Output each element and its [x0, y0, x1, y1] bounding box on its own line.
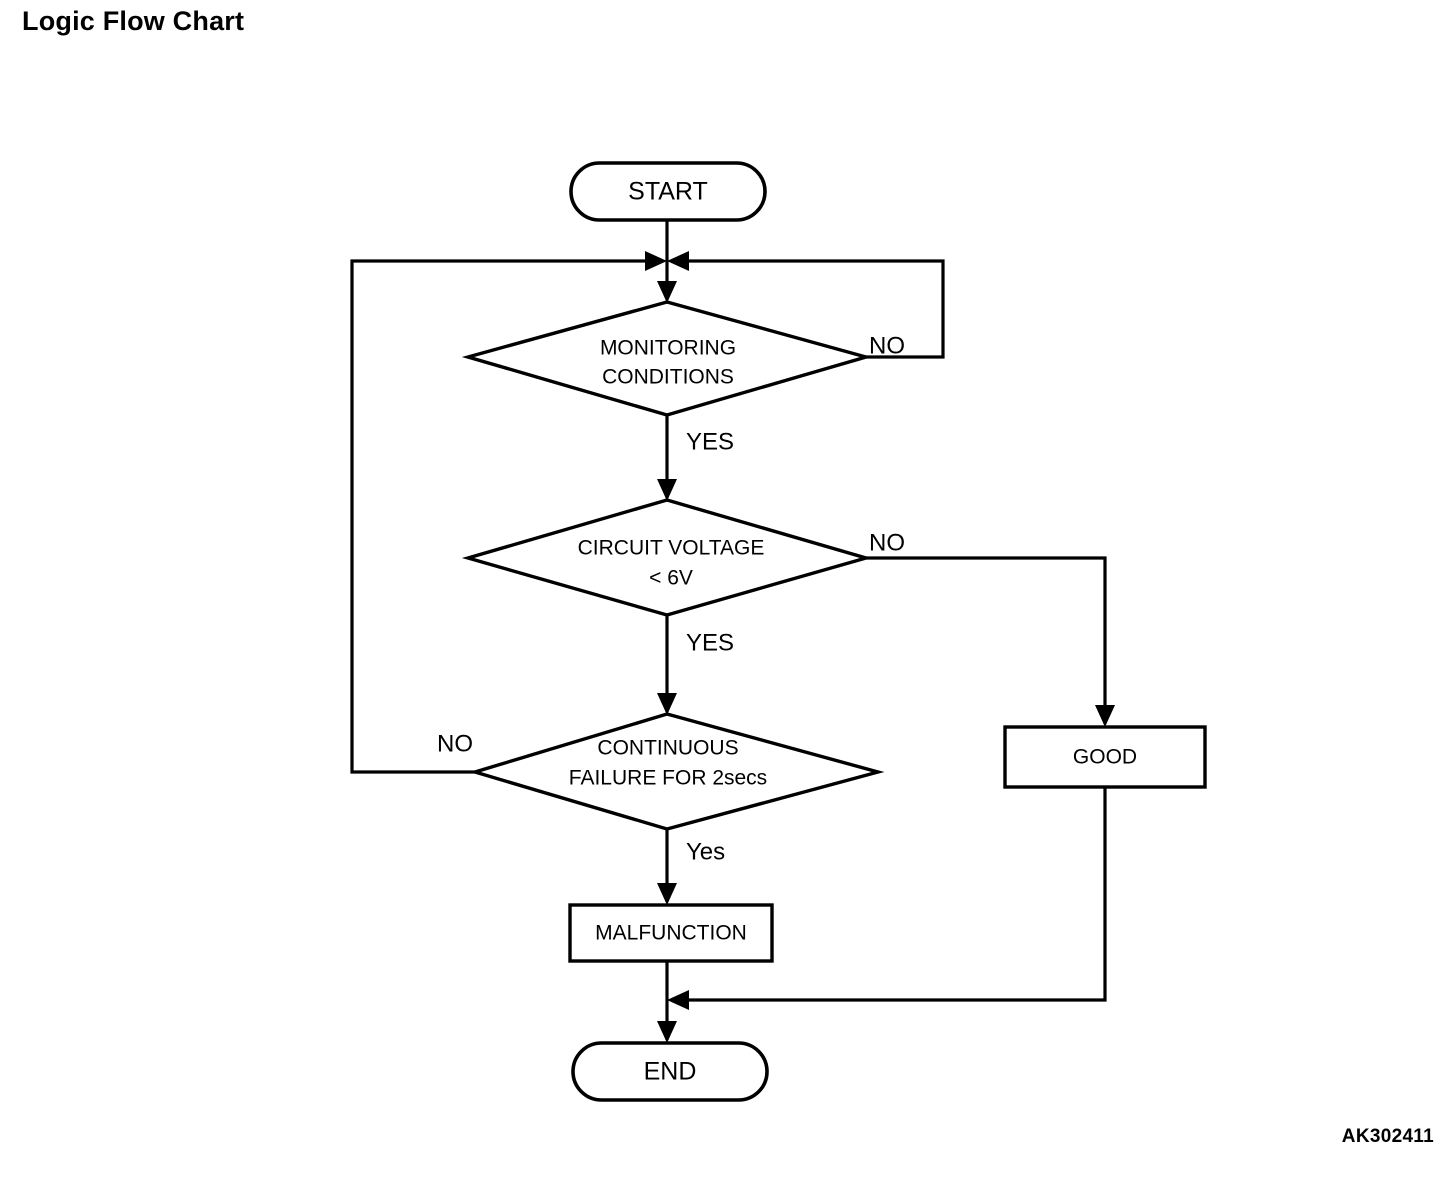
edge-label-voltage-yes: YES — [686, 629, 734, 656]
arrow-head-down-to-voltage — [657, 479, 677, 501]
node-end-label: END — [644, 1058, 697, 1086]
node-start-label: START — [628, 178, 708, 206]
node-monitoring-conditions[interactable] — [461, 300, 873, 417]
node-good[interactable] — [1003, 725, 1207, 789]
arrow-head-down-to-good — [1095, 705, 1115, 727]
node-monitoring-label-line2: CONDITIONS — [602, 366, 734, 389]
connector-voltage-no-to-good — [866, 556, 1107, 724]
node-malfunction-label: MALFUNCTION — [595, 922, 747, 945]
page-title: Logic Flow Chart — [22, 6, 245, 36]
arrow-head-down-to-failure — [657, 693, 677, 715]
connector-monitoring-no-loop — [679, 259, 945, 359]
arrow-head-down-to-end — [657, 1021, 677, 1043]
node-malfunction[interactable] — [568, 903, 774, 963]
node-monitoring-label-line1: MONITORING — [600, 337, 736, 360]
arrow-head-right-into-junction — [645, 251, 667, 271]
connector-good-to-end-merge — [679, 787, 1107, 1002]
reference-code: AK302411 — [1341, 1126, 1434, 1147]
node-failure-label-line1: CONTINUOUS — [597, 737, 738, 760]
connector-failure-no-loop — [350, 259, 655, 774]
arrow-head-down-to-monitoring — [657, 281, 677, 303]
arrow-head-left-into-junction — [667, 251, 689, 271]
node-start[interactable] — [569, 161, 767, 222]
edge-label-monitoring-no: NO — [869, 332, 905, 359]
node-failure-label-line2: FAILURE FOR 2secs — [569, 767, 767, 790]
edge-label-failure-no: NO — [437, 730, 473, 757]
node-continuous-failure[interactable] — [469, 712, 885, 831]
edge-label-monitoring-yes: YES — [686, 428, 734, 455]
node-voltage-label-line1: CIRCUIT VOLTAGE — [578, 537, 765, 560]
node-voltage-label-line2: < 6V — [649, 567, 693, 590]
node-circuit-voltage[interactable] — [461, 498, 873, 617]
edge-label-voltage-no: NO — [869, 529, 905, 556]
arrow-head-down-to-malfunction — [657, 883, 677, 905]
edge-label-failure-yes: Yes — [686, 838, 725, 865]
node-end[interactable] — [571, 1041, 769, 1102]
node-good-label: GOOD — [1073, 746, 1137, 769]
arrow-head-left-into-merge — [667, 990, 689, 1010]
